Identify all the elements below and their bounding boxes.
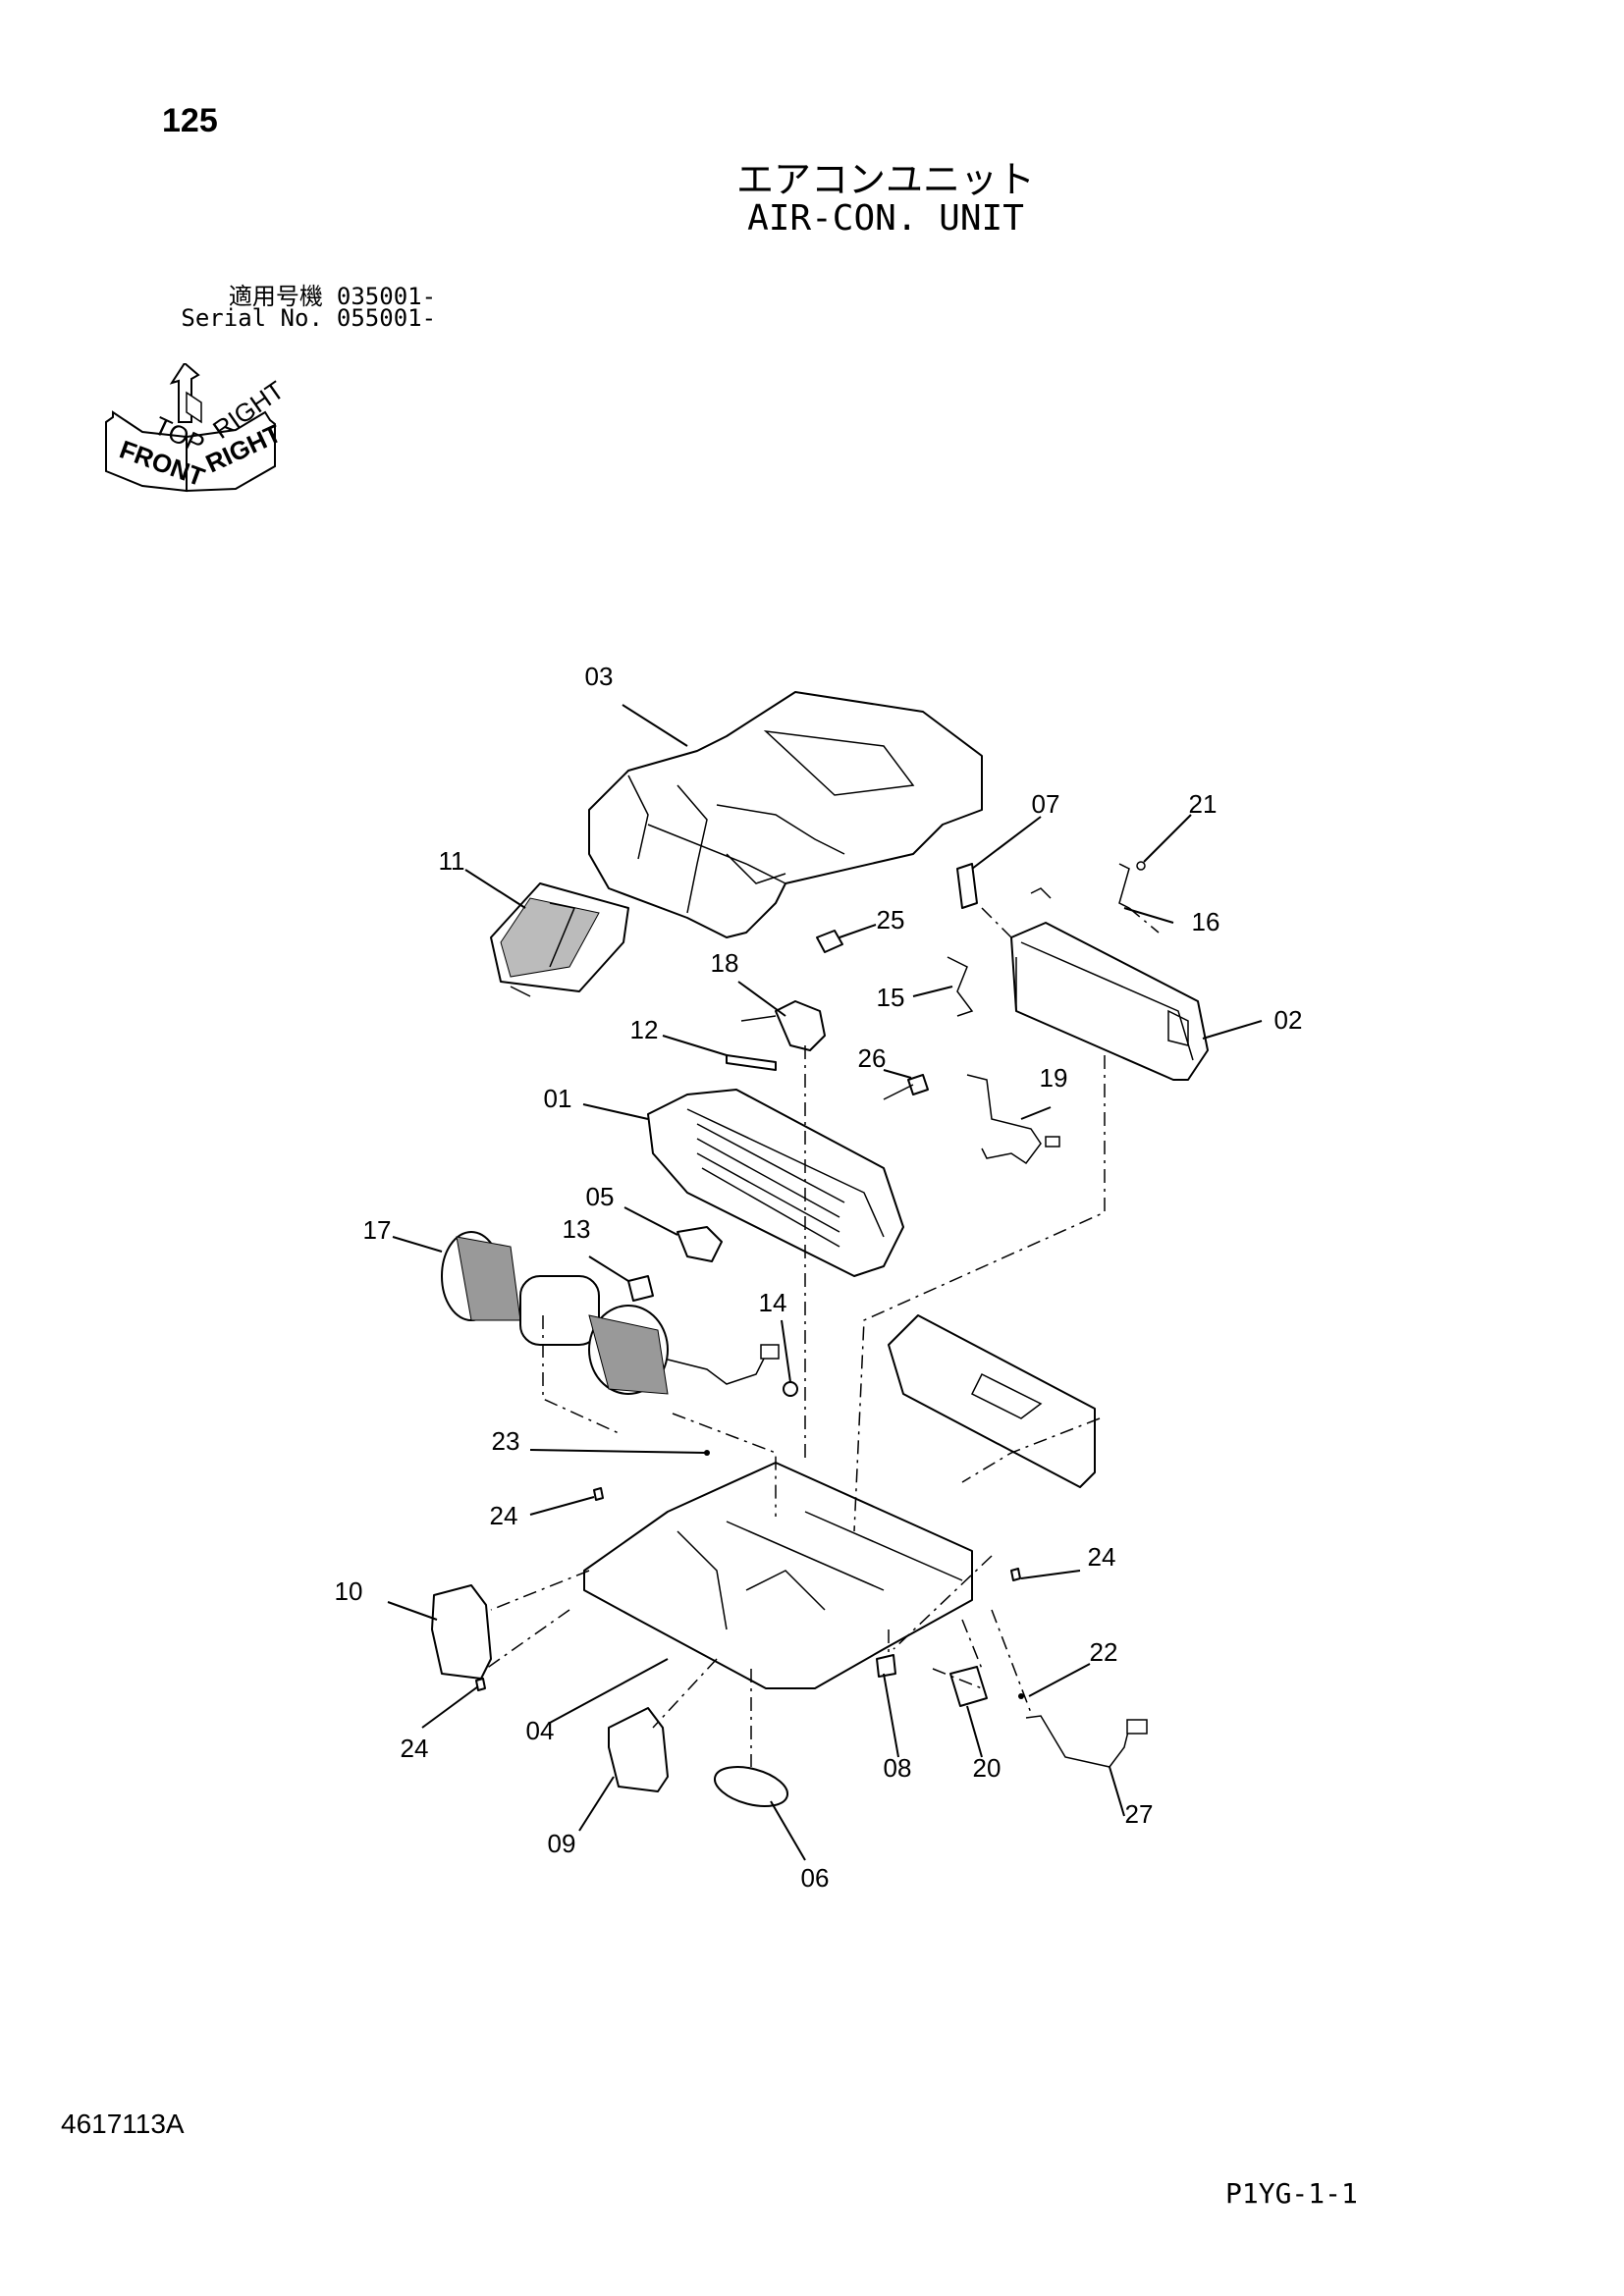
callout-24: 24 (401, 1734, 429, 1763)
part-11-filter (490, 882, 629, 997)
callout-17: 17 (363, 1215, 392, 1245)
part-02-heater-core (1010, 922, 1209, 1081)
part-13-resistor (627, 1275, 654, 1302)
callout-24: 24 (1088, 1542, 1116, 1572)
callout-25: 25 (877, 905, 905, 934)
callout-13: 13 (563, 1214, 591, 1244)
callout-21: 21 (1189, 789, 1218, 819)
callout-05: 05 (586, 1182, 615, 1211)
orientation-arrows-icon: TOP FRONT RIGHT RIGHT (105, 363, 285, 492)
part-08-clip (876, 1654, 896, 1678)
callout-01: 01 (544, 1084, 572, 1113)
leader-lines (387, 704, 1263, 1861)
callout-16: 16 (1192, 907, 1220, 936)
part-04-lower-case (583, 1462, 973, 1689)
page-number: 125 (162, 102, 218, 139)
part-26-thermistor (907, 1074, 929, 1095)
callout-04: 04 (526, 1716, 555, 1745)
callout-26: 26 (858, 1043, 887, 1073)
callout-12: 12 (630, 1015, 659, 1044)
callout-24: 24 (490, 1501, 518, 1530)
part-10-seal (431, 1584, 492, 1680)
callout-19: 19 (1040, 1063, 1068, 1093)
part-20-amplifier (949, 1666, 988, 1707)
assembly-lines (485, 907, 1160, 1767)
part-27-harness (1025, 1715, 1130, 1768)
callout-10: 10 (335, 1576, 363, 1606)
callout-18: 18 (711, 948, 739, 978)
part-24-clip (1010, 1568, 1021, 1581)
callout-23: 23 (492, 1426, 520, 1456)
callout-22: 22 (1090, 1637, 1118, 1667)
part-25-grommet (816, 930, 843, 953)
part-bracket-small (1030, 887, 1052, 899)
part-01-evaporator-case (647, 1089, 904, 1277)
callout-03: 03 (585, 662, 614, 691)
callout-14: 14 (759, 1288, 787, 1317)
serial-row: Serial No. 055001- (147, 277, 436, 332)
callout-labels: 03 11 07 21 16 25 15 18 02 12 26 19 01 0… (335, 662, 1303, 1893)
part-16-bracket (1118, 863, 1130, 909)
page-reference: P1YG-1-1 (1225, 2177, 1358, 2210)
title-english: AIR-CON. UNIT (747, 198, 1024, 239)
part-09-seal (608, 1707, 669, 1792)
callout-11: 11 (439, 846, 465, 876)
callout-20: 20 (973, 1753, 1001, 1783)
serial-label: Serial No. (181, 304, 323, 332)
part-03-upper-case (588, 691, 983, 938)
part-15-clamp (947, 956, 974, 1017)
part-07-clip (956, 863, 978, 909)
part-06-pad (714, 1766, 788, 1807)
callout-07: 07 (1032, 789, 1060, 819)
serial-row: 適用号機 035001- (147, 249, 436, 311)
callout-02: 02 (1274, 1005, 1303, 1035)
part-24-clip (475, 1678, 486, 1691)
part-17-blower (441, 1231, 780, 1395)
part-12-pad (726, 1054, 777, 1071)
callout-08: 08 (884, 1753, 912, 1783)
title-japanese: エアコンユニット (735, 158, 1035, 201)
part-duct (888, 1314, 1096, 1488)
serial-value: 055001- (336, 304, 437, 332)
callout-27: 27 (1125, 1799, 1154, 1829)
callout-09: 09 (548, 1829, 576, 1858)
part-22-screw (1018, 1693, 1024, 1699)
serial-value: 035001- (336, 283, 437, 310)
part-21-screw (1136, 861, 1146, 871)
part-14-drain (783, 1381, 798, 1397)
part-18-valve (775, 1000, 826, 1051)
part-24-clip (593, 1487, 604, 1501)
callout-15: 15 (877, 983, 905, 1012)
callout-06: 06 (801, 1863, 830, 1893)
part-19-harness (966, 1074, 1042, 1165)
document-number: 4617113A (61, 2109, 185, 2139)
serial-label: 適用号機 (228, 283, 323, 310)
part-05-actuator (677, 1226, 723, 1262)
